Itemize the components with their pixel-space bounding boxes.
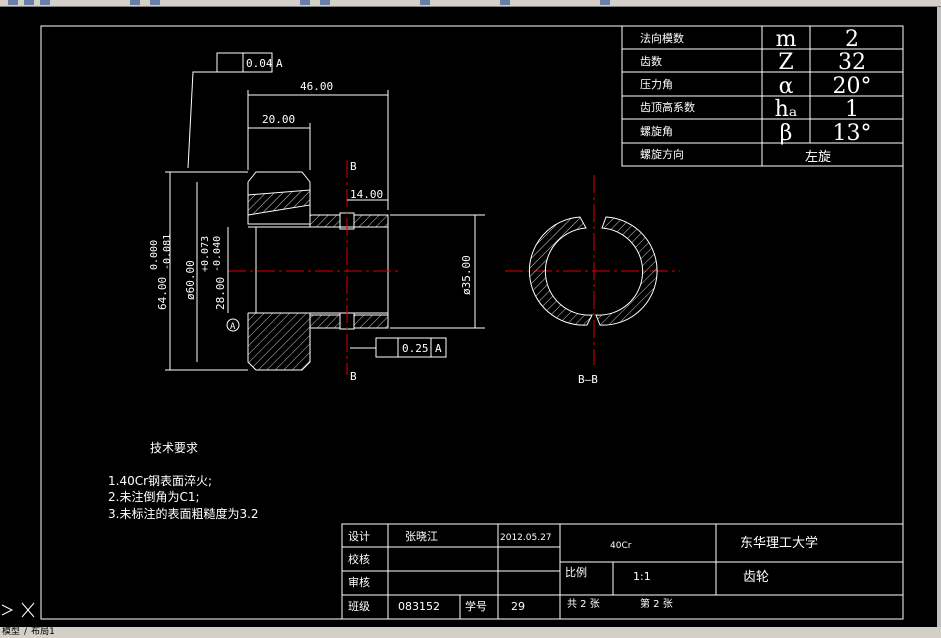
dimension-60: ø60.00 (184, 260, 197, 300)
toolbar-button[interactable] (150, 0, 160, 5)
geometric-tolerance-value: 0.25 (402, 342, 429, 355)
tb-check-label: 校核 (348, 552, 370, 566)
parameter-table (621, 25, 904, 167)
geometric-tolerance-value: 0.04 (246, 57, 273, 70)
toolbar-button[interactable] (8, 0, 18, 5)
param-symbol: Z (778, 50, 793, 75)
dimension-64: 64.00 (156, 277, 169, 310)
note-item: 2.未注倒角为C1; (108, 489, 200, 504)
param-label: 压力角 (640, 78, 673, 91)
notes-title: 技术要求 (150, 441, 198, 455)
param-symbol: α (779, 74, 794, 99)
param-value: 32 (838, 50, 866, 75)
dimension-lines (165, 52, 485, 371)
param-value: 2 (845, 27, 859, 52)
tab-separator: / (24, 627, 28, 637)
ucs-icon (1, 602, 35, 618)
dimension-20: 20.00 (262, 113, 295, 126)
tb-scale: 1:1 (633, 570, 651, 583)
toolbar-button[interactable] (500, 0, 510, 5)
param-value: 左旋 (805, 150, 831, 165)
tolerance-lower: -0.040 (212, 236, 223, 272)
tb-review-label: 审核 (348, 575, 370, 589)
note-item: 1.40Cr钢表面淬火; (108, 473, 212, 488)
tb-designer: 张晓江 (405, 530, 438, 543)
toolbar-button[interactable] (320, 0, 330, 5)
tb-student-no-label: 学号 (465, 599, 487, 613)
toolbar-button[interactable] (40, 0, 50, 5)
dimension-35: ø35.00 (460, 255, 473, 295)
note-item: 3.未标注的表面粗糙度为3.2 (108, 506, 259, 521)
param-symbol: m (776, 27, 797, 52)
tb-part-name: 齿轮 (743, 570, 769, 585)
section-b-view (528, 216, 658, 326)
toolbar (0, 0, 941, 7)
param-symbol: β (780, 121, 793, 146)
tb-material: 40Cr (610, 541, 632, 551)
tb-student-no: 29 (511, 600, 525, 613)
drawing-canvas[interactable]: 法向模数 齿数 压力角 齿顶高系数 螺旋角 螺旋方向 m Z α hₐ β 2 … (0, 7, 937, 627)
toolbar-button[interactable] (24, 0, 34, 5)
tab-layout1[interactable]: 布局1 (31, 627, 55, 637)
tb-class-no: 083152 (398, 600, 440, 613)
tolerance-upper: 0.000 (149, 240, 160, 270)
tb-sheets: 共 2 张 (567, 598, 600, 610)
section-label: B—B (578, 373, 598, 386)
dimension-46: 46.00 (300, 80, 333, 93)
section-mark-top: B (350, 160, 357, 173)
param-label: 齿数 (640, 55, 662, 68)
tb-class-label: 班级 (348, 600, 370, 613)
param-label: 法向模数 (640, 31, 684, 45)
title-block (341, 523, 904, 620)
tb-school: 东华理工大学 (740, 535, 818, 551)
dimension-28: 28.00 (214, 277, 227, 310)
param-label: 螺旋角 (640, 124, 673, 138)
param-label: 齿顶高系数 (640, 100, 695, 114)
param-symbol: hₐ (775, 97, 798, 122)
datum-label: A (276, 57, 283, 70)
tb-design-label: 设计 (348, 530, 370, 543)
datum-label: A (435, 342, 442, 355)
section-mark-bottom: B (350, 370, 357, 383)
param-value: 20° (833, 74, 872, 99)
param-label: 螺旋方向 (640, 147, 684, 161)
toolbar-button[interactable] (130, 0, 140, 5)
toolbar-button[interactable] (600, 0, 610, 5)
datum-circle-label: A (230, 322, 236, 332)
tb-scale-label: 比例 (565, 565, 587, 579)
layout-tabs: 模型/布局1 (0, 627, 941, 638)
dimension-14: 14.00 (350, 188, 383, 201)
tb-sheet: 第 2 张 (640, 597, 673, 610)
param-value: 1 (845, 97, 859, 122)
toolbar-button[interactable] (300, 0, 310, 5)
gear-section-view (228, 160, 680, 375)
tolerance-upper: +0.073 (200, 236, 211, 272)
tb-date: 2012.05.27 (500, 533, 552, 543)
vertical-scrollbar[interactable] (937, 7, 941, 627)
param-value: 13° (833, 121, 872, 146)
toolbar-button[interactable] (420, 0, 430, 5)
tab-model[interactable]: 模型 (2, 627, 21, 637)
tolerance-lower: -0.081 (162, 234, 173, 270)
